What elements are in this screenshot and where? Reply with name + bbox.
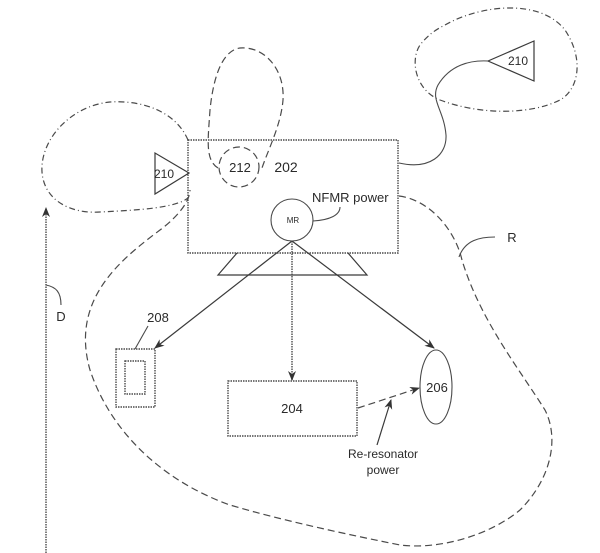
arrow-mr-to-208 (154, 240, 293, 349)
arrow-mr-to-206 (291, 240, 435, 349)
coverage-loop-left (41, 101, 189, 213)
region-212-label: 212 (229, 160, 251, 175)
region-212-circle (218, 146, 260, 188)
device-206-label: 206 (426, 380, 448, 395)
device-208-label: 208 (147, 310, 169, 325)
re-resonator-power-label-line2: power (367, 463, 400, 477)
peripheral-210-left-label: 210 (154, 167, 174, 181)
arrow-204-to-206 (357, 387, 420, 409)
link-line-202-210 (398, 60, 489, 166)
device-202-box (187, 139, 399, 254)
range-r-label: R (507, 230, 516, 245)
device-204-box (227, 380, 358, 437)
device-204-label: 204 (281, 401, 303, 416)
nfmr-power-label: NFMR power (312, 190, 389, 205)
coverage-loop-right (414, 7, 578, 112)
coverage-loop-212 (207, 47, 284, 169)
nfmr-power-leader (312, 206, 341, 222)
peripheral-210-right-label: 210 (508, 54, 528, 68)
distance-d-leader (45, 284, 62, 306)
peripheral-210-right-triangle (486, 40, 535, 82)
re-resonator-power-label-line1: Re-resonator (348, 447, 418, 461)
device-208-outer (115, 348, 156, 408)
resonator-mr-label: MR (287, 216, 300, 225)
distance-d-label: D (56, 309, 65, 324)
range-r-leader (458, 236, 496, 258)
device-208-leader (134, 325, 149, 350)
device-202-label: 202 (274, 159, 298, 175)
range-boundary-r (84, 189, 553, 547)
device-208-inner (124, 360, 146, 395)
re-resonator-leader (376, 399, 393, 446)
device-206-ellipse (419, 349, 453, 425)
peripheral-210-left-triangle (154, 151, 191, 196)
